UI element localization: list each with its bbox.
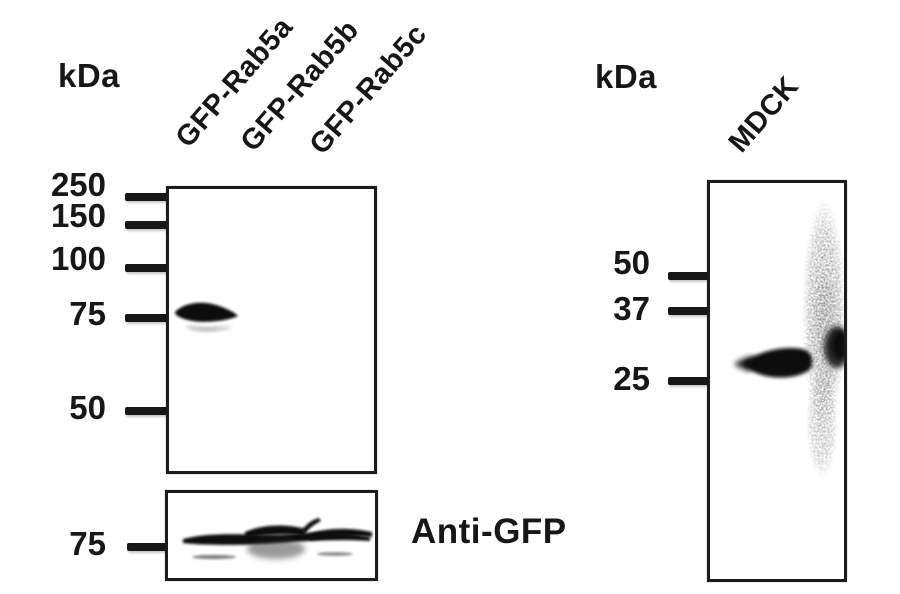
marker-tick-75-control	[127, 543, 168, 551]
antibody-label-anti-gfp: Anti-GFP	[411, 512, 567, 551]
marker-label-25-right: 25	[613, 360, 650, 397]
marker-tick-50	[125, 407, 168, 415]
marker-tick-75	[125, 314, 168, 322]
blot-membrane-mdck	[734, 198, 844, 478]
marker-tick-50-right	[668, 272, 709, 280]
blot-box-gfp-rab5	[166, 186, 377, 474]
band-mdck-right-edge-blob	[824, 326, 844, 368]
kda-unit-label-right: kDa	[595, 58, 658, 95]
blot-box-anti-gfp-control	[165, 490, 378, 581]
marker-tick-250	[125, 193, 168, 201]
marker-label-150: 150	[50, 197, 106, 234]
marker-tick-100	[125, 264, 168, 272]
marker-label-50: 50	[69, 389, 106, 426]
kda-unit-label-left: kDa	[58, 57, 121, 94]
blot-box-mdck	[707, 180, 847, 582]
smear-speckle-mdck-lane	[802, 198, 844, 478]
marker-label-50-right: 50	[613, 244, 650, 281]
marker-tick-150	[125, 221, 168, 229]
marker-tick-25-right	[668, 377, 709, 385]
marker-tick-37-right	[668, 307, 709, 315]
band-cluster-75kda-all-lanes	[183, 518, 372, 559]
band-mdck-main	[734, 348, 813, 378]
blot-membrane-anti-gfp	[183, 518, 372, 559]
marker-label-250: 250	[50, 166, 106, 203]
band-gfp-rab5a-75kda	[175, 302, 238, 331]
lane-label-mdck: MDCK	[722, 70, 806, 159]
marker-label-75-control: 75	[69, 525, 106, 562]
marker-label-75: 75	[69, 295, 106, 332]
marker-label-100: 100	[50, 240, 106, 277]
marker-label-37-right: 37	[613, 290, 650, 327]
blot-membrane-gfp-rab5	[175, 302, 238, 331]
